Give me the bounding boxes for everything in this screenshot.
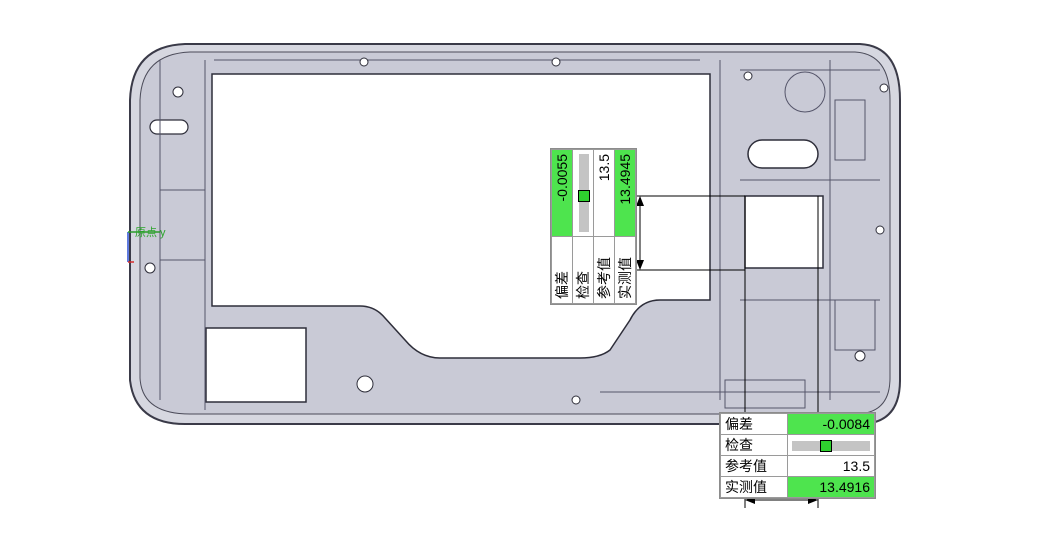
row-measured-label: 实测值 [614, 236, 636, 304]
row-measured-value: 13.4945 [614, 149, 636, 237]
row-deviation-value: -0.0084 [787, 413, 875, 435]
row-deviation-label: 偏差 [720, 413, 788, 435]
opening-left-slot [149, 119, 189, 135]
opening-lower-left [205, 327, 307, 403]
dimension-vertical [632, 195, 745, 271]
row-reference-value: 13.5 [787, 455, 875, 477]
triad-label: 原点 y [135, 227, 166, 239]
row-reference-label: 参考值 [720, 455, 788, 477]
opening-right-square [744, 195, 824, 269]
row-reference-value: 13.5 [593, 149, 615, 237]
check-bar [578, 154, 591, 232]
opening-camera-slot [747, 139, 819, 169]
check-marker [578, 190, 591, 202]
row-deviation-value: -0.0055 [551, 149, 573, 237]
measurement-callout-vertical[interactable]: 偏差 -0.0055 检查 参考值 13.5 实测值 13.4945 [550, 148, 637, 305]
check-bar [792, 440, 870, 453]
row-deviation-label: 偏差 [551, 236, 573, 304]
check-marker [820, 440, 832, 453]
row-check-bar [572, 149, 594, 237]
row-check-bar [787, 434, 875, 456]
row-measured-value: 13.4916 [787, 476, 875, 498]
axis-triad [127, 231, 160, 263]
row-measured-label: 实测值 [720, 476, 788, 498]
row-reference-label: 参考值 [593, 236, 615, 304]
row-check-label: 检查 [720, 434, 788, 456]
row-check-label: 检查 [572, 236, 594, 304]
measurement-callout-bottom[interactable]: 偏差 -0.0084 检查 参考值 13.5 实测值 13.4916 [719, 412, 876, 499]
